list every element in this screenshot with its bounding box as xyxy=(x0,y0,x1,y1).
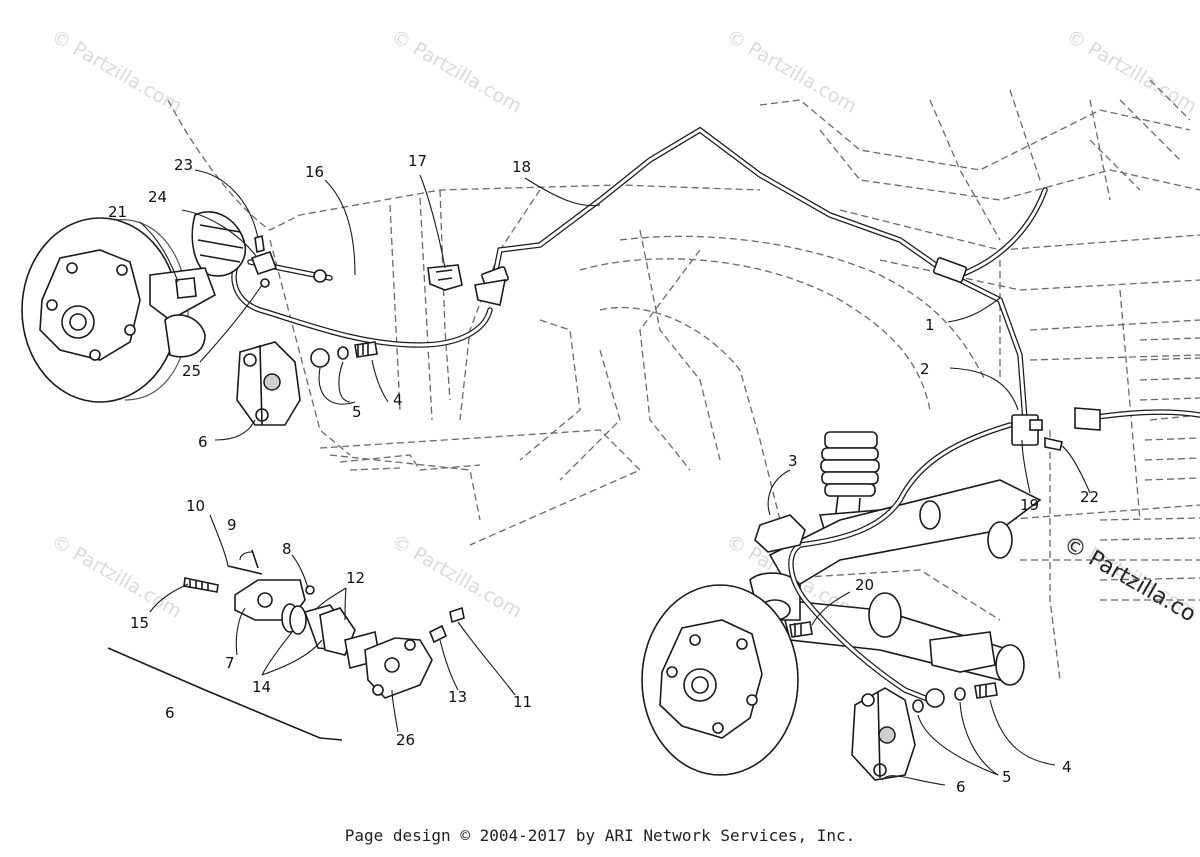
watermark: © Partzilla.com xyxy=(723,25,861,117)
right-knuckle-bolt xyxy=(789,621,813,638)
callout-25: 25 xyxy=(182,362,201,380)
callout-11: 11 xyxy=(513,693,532,711)
callout-24: 24 xyxy=(148,188,167,206)
callout-6-detail: 6 xyxy=(165,704,175,722)
left-steering-knuckle xyxy=(149,211,247,358)
callout-23: 23 xyxy=(174,156,193,174)
callout-8: 8 xyxy=(282,540,292,558)
watermark: © Partzilla.com xyxy=(388,530,526,622)
callout-5-right: 5 xyxy=(1002,768,1012,786)
callout-19: 19 xyxy=(1020,496,1039,514)
callout-5-left: 5 xyxy=(352,403,362,421)
watermark: © Partzilla.com xyxy=(48,530,186,622)
right-banjo-bolt-and-washers xyxy=(912,682,998,713)
exploded-caliper-detail xyxy=(107,549,465,741)
watermark-layer: © Partzilla.com © Partzilla.com © Partzi… xyxy=(48,25,1200,627)
callout-22: 22 xyxy=(1080,488,1099,506)
watermark: © Partzilla.com xyxy=(48,25,186,117)
callout-6-left: 6 xyxy=(198,433,208,451)
watermark: © Partzilla.com xyxy=(1063,25,1200,117)
right-brake-caliper xyxy=(851,687,916,781)
callout-leaders xyxy=(139,169,1091,786)
left-banjo-bolt-and-washers xyxy=(310,341,378,368)
callout-10: 10 xyxy=(186,497,205,515)
callout-9: 9 xyxy=(227,516,237,534)
left-brake-caliper xyxy=(236,341,301,426)
callout-3: 3 xyxy=(788,452,798,470)
bumper-pad xyxy=(754,514,806,553)
callout-26: 26 xyxy=(396,731,415,749)
callout-21: 21 xyxy=(108,203,127,221)
callout-16: 16 xyxy=(305,163,324,181)
callout-20: 20 xyxy=(855,576,874,594)
brake-hose-clip xyxy=(427,264,463,291)
callout-13: 13 xyxy=(448,688,467,706)
copyright-footer: Page design © 2004-2017 by ARI Network S… xyxy=(344,826,856,845)
callout-6-right: 6 xyxy=(956,778,966,796)
left-front-hub-and-disc xyxy=(21,217,189,403)
callout-4-right: 4 xyxy=(1062,758,1072,776)
callout-numbers: 1 2 3 4 4 5 5 6 6 6 7 8 9 10 11 12 13 14… xyxy=(108,152,1099,796)
callout-2: 2 xyxy=(920,360,930,378)
right-front-hub-and-disc xyxy=(641,584,799,776)
watermark: © Partzilla.com xyxy=(388,25,526,117)
callout-15: 15 xyxy=(130,614,149,632)
callout-4-left: 4 xyxy=(393,391,403,409)
front-suspension-a-arms xyxy=(749,479,1042,686)
callout-7: 7 xyxy=(225,654,235,672)
callout-1: 1 xyxy=(925,316,935,334)
callout-12: 12 xyxy=(346,569,365,587)
bleeder-screw xyxy=(250,234,278,288)
brake-line-fittings xyxy=(313,257,1101,451)
callout-17: 17 xyxy=(408,152,427,170)
watermark-edge: © Partzilla.co xyxy=(1059,532,1200,628)
callout-18: 18 xyxy=(512,158,531,176)
callout-14: 14 xyxy=(252,678,271,696)
